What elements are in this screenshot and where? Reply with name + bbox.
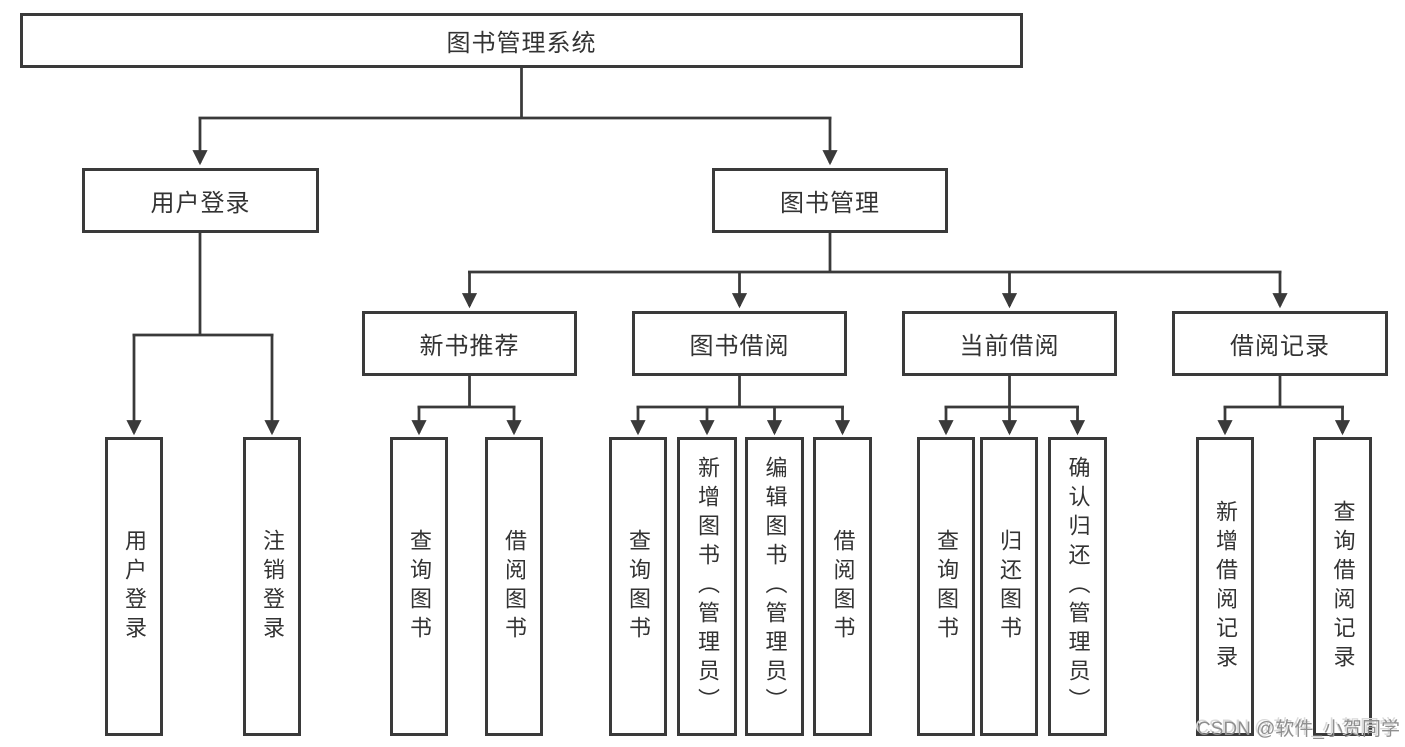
leaf-confirm-return-admin: 确认归还（管理员）	[1048, 437, 1107, 736]
csdn-watermark: CSDN @软件_小贺同学	[1197, 719, 1400, 740]
leaf-user-login: 用户登录	[105, 437, 163, 736]
node-user-login: 用户登录	[82, 168, 319, 233]
node-current-borrowing: 当前借阅	[902, 311, 1117, 376]
leaf-logout: 注销登录	[243, 437, 301, 736]
connector-book-borrow-children	[630, 376, 851, 436]
leaf-add-books-admin: 新增图书（管理员）	[677, 437, 737, 736]
node-root-book-management-system: 图书管理系统	[20, 13, 1023, 68]
leaf-add-borrow-record: 新增借阅记录	[1196, 437, 1254, 736]
leaf-query-books-recommend: 查询图书	[390, 437, 448, 736]
leaf-borrow-books-recommend: 借阅图书	[485, 437, 543, 736]
connector-book-management-children	[461, 233, 1288, 309]
connector-current-borrow-children	[938, 376, 1086, 436]
leaf-query-borrow-record: 查询借阅记录	[1313, 437, 1372, 736]
node-book-borrowing: 图书借阅	[632, 311, 847, 376]
connector-new-book-children	[411, 376, 522, 436]
connector-user-login-children	[126, 233, 280, 436]
leaf-query-books-current: 查询图书	[917, 437, 975, 736]
leaf-borrow-books: 借阅图书	[813, 437, 872, 736]
node-book-management: 图书管理	[712, 168, 948, 233]
connector-borrow-records-children	[1217, 376, 1351, 436]
leaf-return-books: 归还图书	[980, 437, 1038, 736]
node-borrowing-records: 借阅记录	[1172, 311, 1388, 376]
leaf-query-books-borrow: 查询图书	[609, 437, 667, 736]
node-new-book-recommendation: 新书推荐	[362, 311, 577, 376]
connector-root-to-level2	[192, 68, 838, 166]
leaf-edit-books-admin: 编辑图书（管理员）	[745, 437, 804, 736]
